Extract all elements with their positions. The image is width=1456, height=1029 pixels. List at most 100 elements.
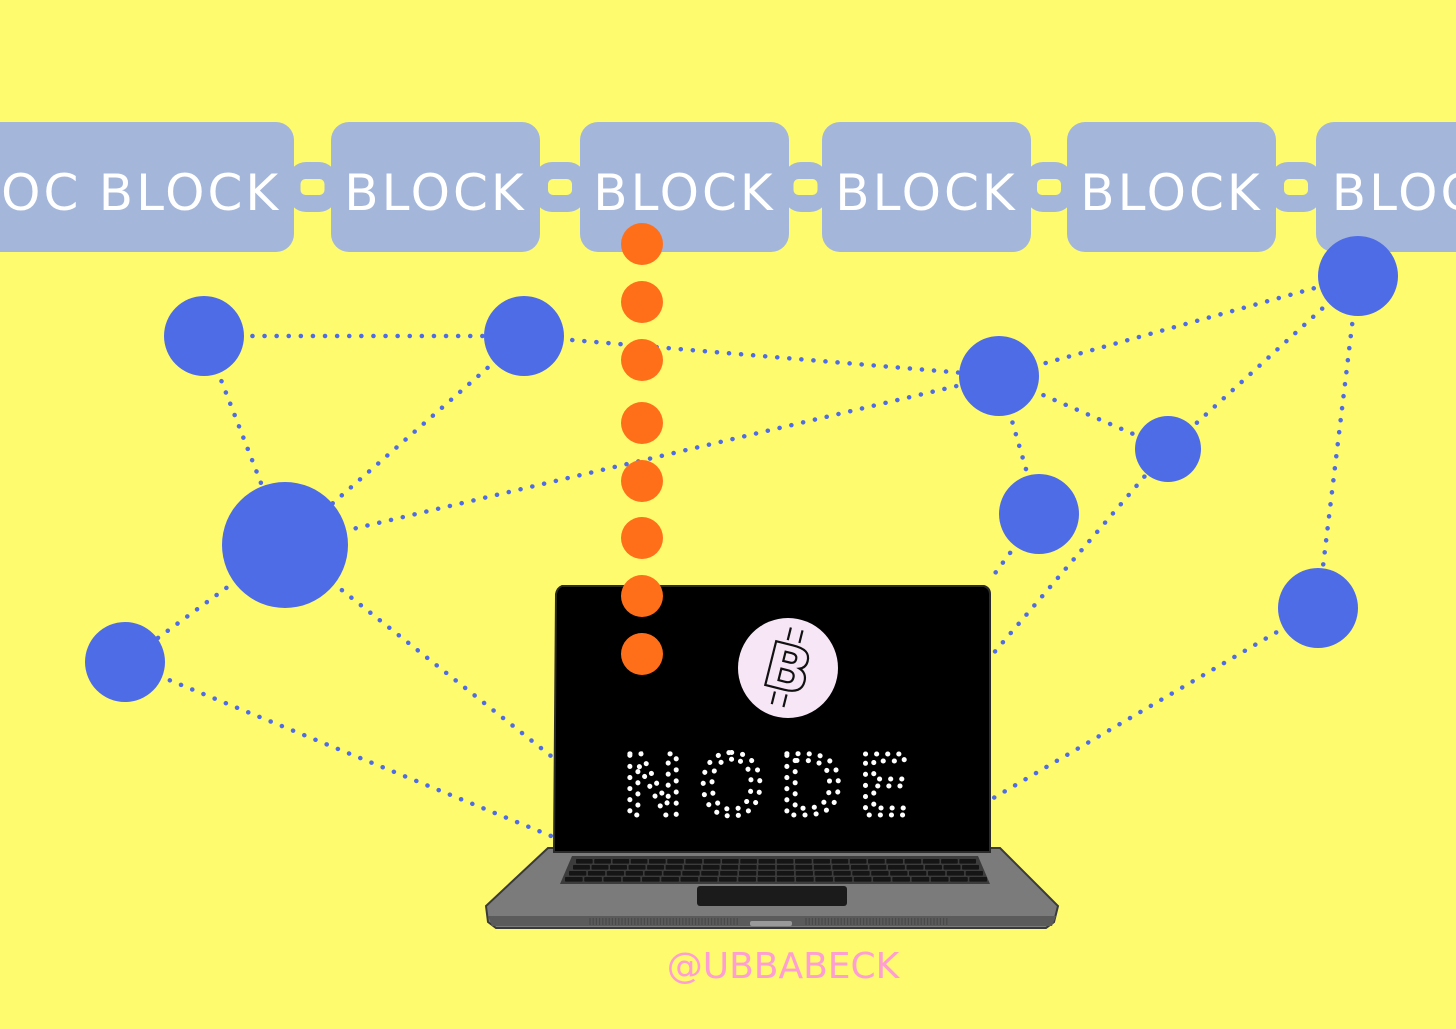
network-node (959, 336, 1039, 416)
key (719, 877, 737, 882)
key (758, 859, 776, 864)
block (1316, 122, 1456, 252)
laptop-screen (552, 585, 991, 853)
key (606, 871, 625, 876)
chain-link-hole (1037, 179, 1061, 195)
key (628, 865, 646, 870)
key (969, 877, 987, 882)
network-link (987, 605, 1321, 803)
key (594, 859, 611, 864)
key (702, 865, 720, 870)
key (739, 871, 757, 876)
key (642, 877, 660, 882)
key (591, 865, 609, 870)
key (684, 865, 702, 870)
key (647, 865, 665, 870)
key (795, 871, 813, 876)
network-link (996, 273, 1361, 379)
watermark-handle: @UBBABECK (667, 946, 901, 987)
chain-link-hole (300, 179, 325, 195)
key (795, 859, 812, 864)
key (834, 877, 853, 882)
key (831, 859, 849, 864)
network-link (1315, 273, 1361, 611)
network-node (484, 296, 564, 376)
key (815, 877, 833, 882)
key (853, 877, 872, 882)
key (722, 859, 739, 864)
key (849, 859, 867, 864)
key (871, 871, 889, 876)
block (822, 122, 1031, 252)
key (644, 871, 662, 876)
network-nodes (85, 236, 1398, 702)
key (796, 877, 814, 882)
speaker-grill (589, 918, 948, 925)
network-node (1318, 236, 1398, 316)
key (852, 871, 870, 876)
key (685, 859, 703, 864)
key (757, 871, 776, 876)
block-label: BLOCK (1332, 164, 1456, 222)
key (699, 877, 718, 882)
key (721, 865, 739, 870)
key (703, 859, 721, 864)
block-label: BLOCK (99, 164, 281, 222)
key (890, 871, 908, 876)
data-dot (621, 633, 663, 675)
block-label: BLOCK (835, 164, 1017, 222)
key (922, 859, 940, 864)
keyboard (565, 859, 987, 882)
key (565, 877, 583, 882)
network-node (222, 482, 348, 608)
key (850, 865, 868, 870)
block-label: BLOCK (344, 164, 526, 222)
data-dot (621, 575, 663, 617)
chain-link-hole (793, 179, 818, 195)
key (757, 877, 776, 882)
key (795, 865, 813, 870)
key (720, 871, 738, 876)
key (663, 871, 681, 876)
network-link (282, 373, 1002, 548)
key (569, 871, 587, 876)
key (630, 859, 648, 864)
network-node (1135, 416, 1201, 482)
key (612, 859, 630, 864)
bitcoin-icon: B (738, 618, 838, 718)
key (869, 865, 887, 870)
key (904, 859, 922, 864)
key (943, 865, 961, 870)
key (701, 871, 719, 876)
key (927, 871, 946, 876)
laptop-icon: B NODE (484, 585, 1060, 929)
network-link (521, 333, 1002, 379)
key (950, 877, 968, 882)
blockchain: BLOCKBLOCKBLOCKBLOCKBLOCKBLOCKBLOCK (0, 122, 1456, 252)
data-dot (621, 460, 663, 502)
key (776, 865, 794, 870)
block-label: BLOCK (593, 164, 775, 222)
data-dot (621, 281, 663, 323)
key (573, 865, 590, 870)
key (649, 859, 666, 864)
block (580, 122, 789, 252)
key (887, 865, 905, 870)
key (813, 865, 831, 870)
network-link (122, 659, 559, 841)
key (610, 865, 627, 870)
key (584, 877, 602, 882)
key (776, 859, 794, 864)
block (86, 122, 294, 252)
data-dot (621, 517, 663, 559)
key (832, 865, 850, 870)
node-label: NODE (622, 737, 925, 835)
key (776, 871, 795, 876)
data-dot (621, 223, 663, 265)
key (906, 865, 924, 870)
network-link (282, 542, 559, 763)
key (833, 871, 851, 876)
key (667, 859, 684, 864)
